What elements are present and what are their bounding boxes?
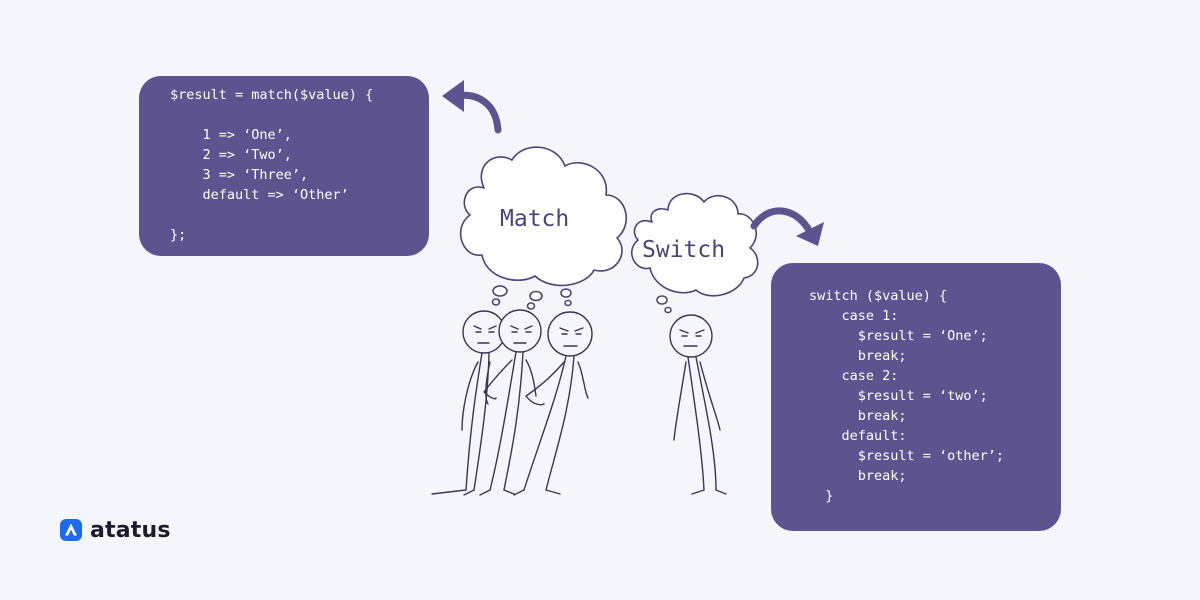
- thought-bubble: [560, 288, 572, 298]
- stick-figure: [479, 309, 542, 496]
- code-line: default:: [809, 428, 907, 444]
- code-line: $result = ‘other’;: [809, 448, 1005, 464]
- code-line: }: [809, 488, 834, 504]
- code-line: switch ($value) {: [809, 288, 948, 304]
- switch-thought-label: Switch: [642, 237, 726, 263]
- code-line: };: [170, 227, 187, 243]
- thought-bubble: [564, 299, 572, 307]
- brand-logo: atatus: [60, 515, 171, 545]
- code-line: case 1:: [809, 308, 899, 324]
- code-line: 1 => ‘One’,: [170, 127, 292, 143]
- code-line: $result = match($value) {: [170, 87, 374, 103]
- code-line: case 2:: [809, 368, 899, 384]
- thought-bubble: [492, 285, 508, 297]
- thought-bubble: [529, 290, 543, 302]
- code-line: break;: [809, 348, 907, 364]
- code-line: default => ‘Other’: [170, 187, 349, 203]
- atatus-logo-icon: [60, 519, 82, 541]
- stick-figure: [513, 311, 593, 496]
- brand-name: atatus: [90, 517, 171, 543]
- code-line: 2 => ‘Two’,: [170, 147, 292, 163]
- stick-figure: [431, 310, 506, 496]
- arrow-to-switch-code: [750, 207, 814, 236]
- code-line: 3 => ‘Three’,: [170, 167, 309, 183]
- arrow-head: [442, 80, 464, 112]
- code-line: break;: [809, 468, 907, 484]
- thought-bubble: [526, 302, 536, 310]
- thought-bubble: [664, 306, 672, 314]
- switch-code-box: switch ($value) { case 1: $result = ‘One…: [771, 263, 1061, 531]
- thought-bubble: [656, 295, 668, 305]
- arrow-head: [796, 222, 824, 246]
- match-thought-cloud: [459, 146, 627, 287]
- thought-bubble: [491, 298, 501, 306]
- code-line: break;: [809, 408, 907, 424]
- match-thought-label: Match: [500, 206, 570, 232]
- code-line: $result = ‘One’;: [809, 328, 988, 344]
- match-code-box: $result = match($value) { 1 => ‘One’, 2 …: [139, 76, 429, 256]
- stick-figure: [669, 314, 727, 495]
- switch-thought-cloud: [631, 192, 759, 297]
- code-line: $result = ‘two’;: [809, 388, 988, 404]
